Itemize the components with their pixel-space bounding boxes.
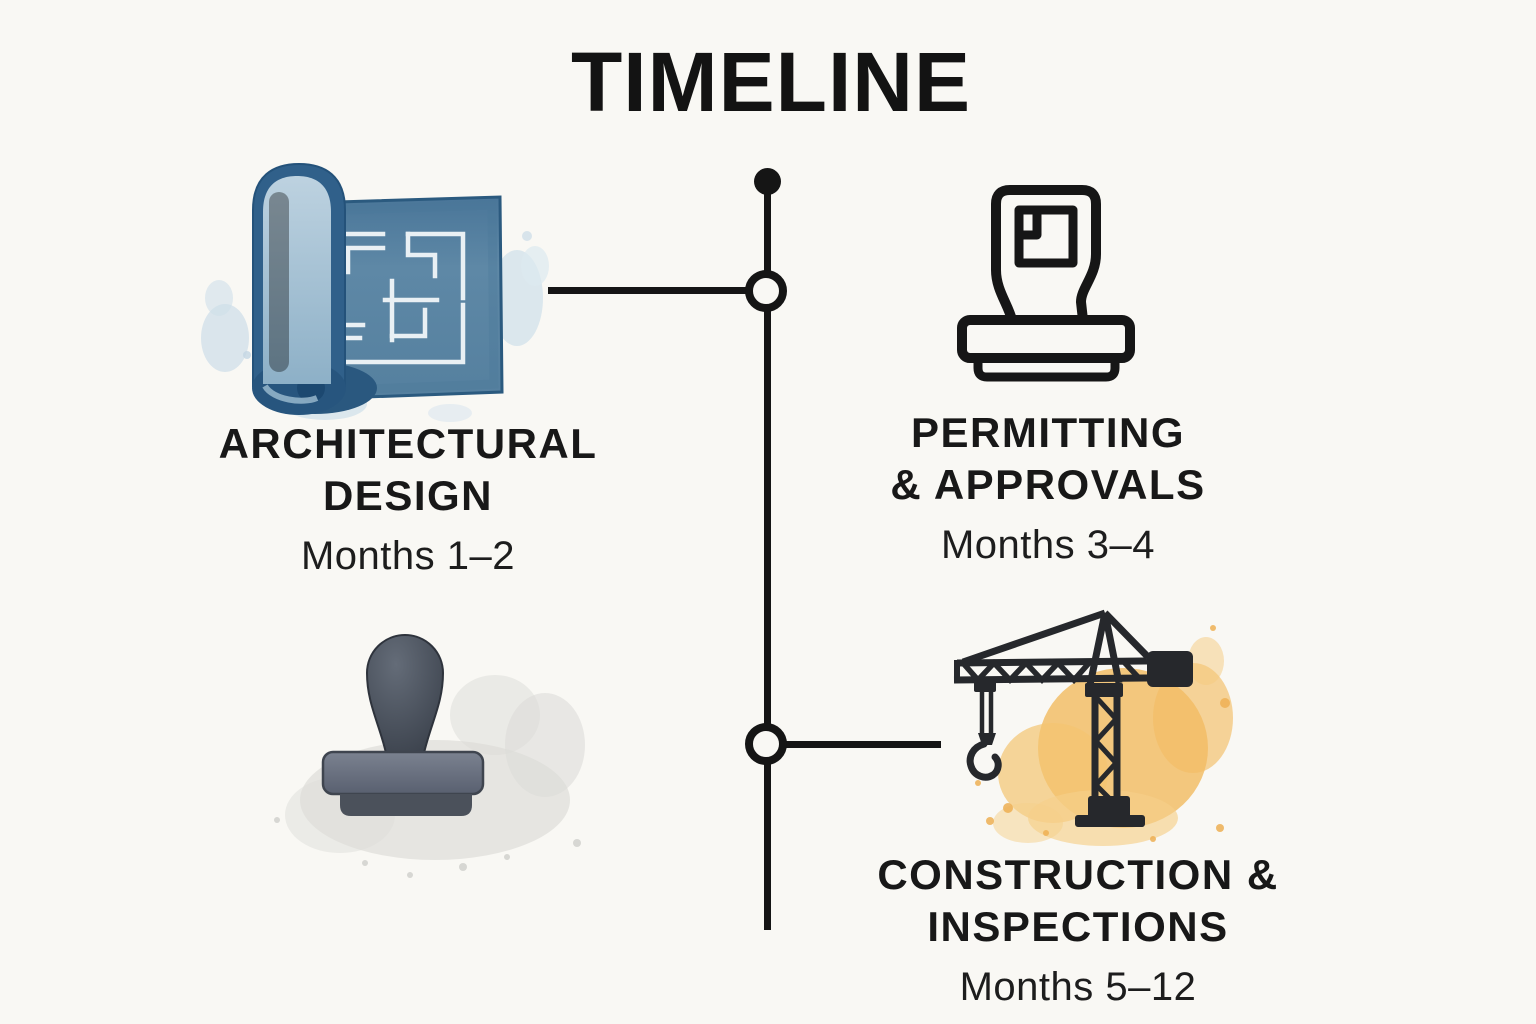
crane-mast-truss xyxy=(1092,695,1120,807)
phase-title: PERMITTING & APPROVALS xyxy=(890,407,1205,511)
crane-jib-truss xyxy=(960,658,1142,685)
crane-structure xyxy=(953,609,1151,807)
crane-solids xyxy=(974,651,1193,827)
timeline-axis xyxy=(764,181,771,930)
phase-title-line1: ARCHITECTURAL xyxy=(218,420,598,467)
phase-months: Months 1–2 xyxy=(300,534,516,578)
crane-hook xyxy=(966,740,1002,781)
crane-hook-pulley xyxy=(978,733,996,745)
stamp-base xyxy=(321,750,485,796)
stamp-body xyxy=(321,634,485,816)
stamp-knob xyxy=(365,634,445,754)
rubber-stamp-watercolor-illustration xyxy=(274,634,585,878)
timeline-connector-architectural xyxy=(548,287,766,294)
blueprint-roll xyxy=(252,162,377,415)
watercolor-splash-blue xyxy=(201,231,549,422)
stamp-base xyxy=(957,315,1135,363)
phase-title-line2: & APPROVALS xyxy=(890,461,1206,508)
stamp-plate xyxy=(973,353,1120,382)
blueprint-icon xyxy=(201,162,549,422)
phase-months: Months 3–4 xyxy=(940,523,1156,567)
crane-apex xyxy=(961,609,1151,686)
crane-hook-lines xyxy=(979,692,994,734)
phase-title-line2: DESIGN xyxy=(322,472,494,519)
timeline-start-dot xyxy=(754,168,781,195)
crane-mast-cap xyxy=(1085,683,1123,697)
timeline-node-1 xyxy=(745,270,787,312)
stamp-handle-inner-square xyxy=(1014,205,1042,240)
phase-construction-inspections: CONSTRUCTION & INSPECTIONS Months 5–12 xyxy=(877,849,1278,1013)
timeline-connector-construction xyxy=(766,741,941,748)
timeline-node-2 xyxy=(745,723,787,765)
phase-months: Months 5–12 xyxy=(959,965,1197,1009)
phase-architectural-design: ARCHITECTURAL DESIGN Months 1–2 xyxy=(219,418,598,582)
stamp-plate xyxy=(340,794,472,816)
rubber-stamp-outline-icon xyxy=(957,185,1135,382)
crane-base-stem xyxy=(1088,796,1130,818)
phase-title: CONSTRUCTION & INSPECTIONS xyxy=(877,849,1278,953)
page-title: TIMELINE xyxy=(571,35,971,129)
phase-title-line2: INSPECTIONS xyxy=(927,903,1229,950)
phase-title: ARCHITECTURAL DESIGN xyxy=(219,418,598,522)
tower-crane-icon xyxy=(953,609,1233,846)
phase-permitting-approvals: PERMITTING & APPROVALS Months 3–4 xyxy=(890,407,1205,571)
watercolor-splash-amber xyxy=(975,625,1233,846)
phase-title-line1: CONSTRUCTION & xyxy=(877,851,1279,898)
stamp-handle xyxy=(991,185,1101,325)
crane-trolley xyxy=(974,680,996,692)
phase-title-line1: PERMITTING xyxy=(910,409,1185,456)
crane-counterweight xyxy=(1147,651,1193,687)
crane-base-foot xyxy=(1075,815,1145,827)
